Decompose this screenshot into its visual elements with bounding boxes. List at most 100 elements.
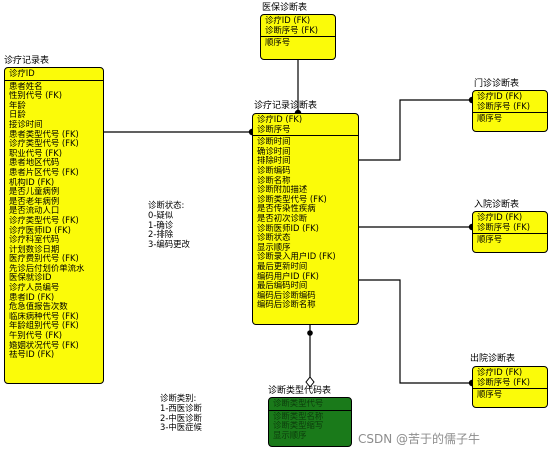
entity-title-admission-diag: 入院诊断表	[474, 200, 520, 210]
attr-field: 患者类型代号 (FK)	[9, 129, 79, 139]
attr-field: 危急值报告次数	[9, 302, 68, 312]
pk-section: 诊疗ID (FK) 诊断序号 (FK)	[261, 15, 335, 36]
note-line: 0-疑似	[148, 209, 174, 220]
attr-field: 职业代号 (FK)	[9, 148, 63, 158]
attr-field: 编码用户ID (FK)	[257, 271, 319, 281]
attr-field: 诊断状态	[257, 233, 291, 243]
attr-field: 机构ID (FK)	[9, 177, 55, 187]
pk-field: 诊断类型代号	[273, 399, 324, 408]
attr-field: 诊断录入用户ID (FK)	[257, 252, 336, 262]
note-line: 3-编码更改	[148, 239, 190, 250]
attr-field: 编码后诊断编码	[257, 290, 316, 300]
pk-section: 诊断类型代号	[269, 398, 351, 410]
attr-field: 诊断类型代号 (FK)	[257, 194, 327, 204]
note-line: 诊断类别:	[160, 393, 197, 403]
attr-field: 是否初次诊断	[257, 213, 308, 223]
attr-field: 诊断附加描述	[257, 185, 308, 195]
attr-field: 患者ID (FK)	[9, 292, 55, 302]
attr-section: 顺序号	[473, 388, 547, 401]
attr-section: 顺序号	[473, 112, 547, 125]
attr-field: 计划数诊日期	[9, 244, 60, 254]
entity-title-discharge-diag: 出院诊断表	[470, 354, 516, 364]
attr-field: 接诊时间	[9, 119, 43, 129]
pk-field: 诊断序号 (FK)	[477, 377, 531, 387]
pk-field: 诊断序号 (FK)	[477, 222, 531, 232]
pk-field: 诊断序号 (FK)	[265, 25, 319, 35]
attr-field: 是否流动人口	[9, 206, 60, 216]
watermark: CSDN @苦于的儒子牛	[358, 432, 481, 446]
attr-field: 诊断编码	[257, 165, 291, 175]
note-line: 1-确诊	[148, 219, 174, 230]
entity-title-diag-record: 诊疗记录表	[4, 56, 50, 66]
note-diag-status: 诊断状态: 0-疑似 1-确诊 2-排除 3-编码更改	[148, 200, 190, 250]
attr-field: 顺序号	[477, 114, 503, 124]
note-line: 1-西医诊断	[160, 402, 202, 413]
entity-discharge-diag[interactable]: 诊疗ID (FK) 诊断序号 (FK) 顺序号	[472, 366, 548, 408]
pk-field: 诊断序号	[257, 124, 291, 134]
pk-field: 诊疗ID (FK)	[477, 213, 523, 222]
attr-section: 顺序号	[473, 233, 547, 246]
pk-field: 诊疗ID	[9, 69, 35, 78]
attr-field: 显示顺序	[273, 430, 307, 440]
link-record-diag-to-discharge	[359, 279, 472, 384]
attr-field: 最后编码时间	[257, 281, 308, 291]
attr-field: 诊疗科室代码	[9, 235, 60, 245]
entity-outpatient-diag[interactable]: 诊疗ID (FK) 诊断序号 (FK) 顺序号	[472, 90, 548, 132]
attr-field: 诊断名称	[257, 175, 291, 185]
entity-diag-record[interactable]: 诊疗ID 患者姓名性别代号 (FK)年龄日龄接诊时间患者类型代号 (FK)诊疗类…	[4, 67, 104, 384]
attr-section: 诊断类型名称 诊断类型缩写 显示顺序	[269, 409, 351, 442]
attr-field: 诊断类型缩写	[273, 421, 324, 431]
entity-title-insurance-diag: 医保诊断表	[262, 3, 308, 13]
pk-field: 诊疗ID (FK)	[477, 368, 523, 377]
attr-field: 最后更新时间	[257, 261, 308, 271]
note-line: 诊断状态:	[148, 200, 185, 210]
attr-field: 年龄	[9, 100, 26, 110]
attr-field: 是否儿童病例	[9, 187, 60, 197]
attr-field: 诊疗医师ID (FK)	[9, 225, 71, 235]
attr-field: 先诊后付划价单流水	[9, 263, 85, 273]
pk-section: 诊疗ID (FK) 诊断序号 (FK)	[473, 367, 547, 388]
attr-field: 是否传染性疾病	[257, 204, 316, 214]
pk-field: 诊疗ID (FK)	[257, 115, 303, 124]
attr-field: 编码后诊断名称	[257, 300, 316, 310]
attr-field: 顺序号	[477, 390, 503, 400]
attr-section: 顺序号	[261, 36, 335, 49]
cardinality-dot	[307, 330, 313, 336]
attr-field: 祛号ID (FK)	[9, 350, 55, 360]
note-diag-category: 诊断类别: 1-西医诊断 2-中医诊断 3-中医症候	[160, 393, 202, 433]
attr-field: 排除时间	[257, 156, 291, 166]
entity-insurance-diag[interactable]: 诊疗ID (FK) 诊断序号 (FK) 顺序号	[260, 14, 336, 60]
entity-record-diag[interactable]: 诊疗ID (FK) 诊断序号 诊断时间确诊时间排除时间诊断编码诊断名称诊断附加描…	[252, 113, 359, 325]
pk-section: 诊疗ID	[5, 68, 103, 80]
attr-field: 是否老年病例	[9, 196, 60, 206]
attr-field: 诊断时间	[257, 137, 291, 147]
attr-field: 婚姻状况代号 (FK)	[9, 340, 79, 350]
attr-field: 性别代号 (FK)	[9, 91, 63, 101]
note-line: 2-中医诊断	[160, 412, 202, 423]
pk-section: 诊疗ID (FK) 诊断序号	[253, 114, 358, 135]
attr-field: 日龄	[9, 110, 26, 120]
pk-field: 诊断序号 (FK)	[477, 101, 531, 111]
note-line: 2-排除	[148, 229, 174, 240]
attr-field: 患者地区代码	[9, 158, 60, 168]
entity-title-record-diag: 诊疗记录诊断表	[254, 101, 318, 111]
attr-field: 顺序号	[477, 235, 503, 245]
attr-field: 显示顺序	[257, 242, 291, 252]
note-line: 3-中医症候	[160, 422, 202, 433]
entity-diag-type-code[interactable]: 诊断类型代号 诊断类型名称 诊断类型缩写 显示顺序	[268, 397, 352, 447]
entity-title-outpatient-diag: 门诊诊断表	[474, 79, 520, 89]
pk-field: 诊疗ID (FK)	[265, 16, 311, 25]
cardinality-diamond	[305, 376, 315, 388]
attr-field: 医疗费别代号 (FK)	[9, 254, 79, 264]
attr-field: 诊断医师ID (FK)	[257, 223, 319, 233]
attr-field: 医保就诊ID	[9, 273, 52, 283]
attr-field: 诊疗类型代号 (FK)	[9, 139, 79, 149]
attr-field: 顺序号	[265, 38, 291, 48]
attr-field: 诊断类型名称	[273, 411, 324, 421]
entity-title-diag-type-code: 诊断类型代码表	[268, 386, 332, 396]
entity-admission-diag[interactable]: 诊疗ID (FK) 诊断序号 (FK) 顺序号	[472, 211, 548, 253]
attr-field: 临床病种代号 (FK)	[9, 311, 79, 321]
attr-section: 诊断时间确诊时间排除时间诊断编码诊断名称诊断附加描述诊断类型代号 (FK)是否传…	[253, 135, 358, 311]
attr-section: 患者姓名性别代号 (FK)年龄日龄接诊时间患者类型代号 (FK)诊疗类型代号 (…	[5, 79, 103, 361]
